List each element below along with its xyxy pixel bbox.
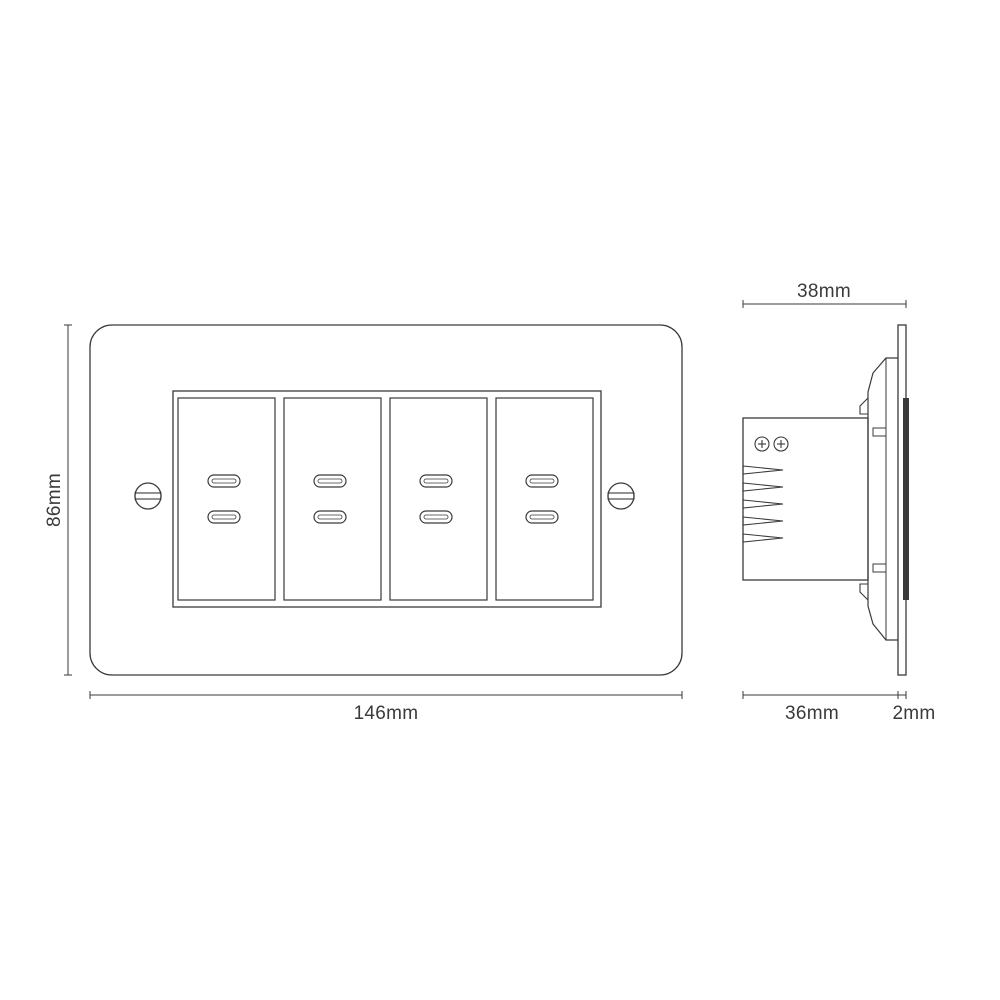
clip-bottom [859,583,869,601]
width-dimension: 146mm [89,691,683,724]
terminal-screw-2-icon [773,436,789,452]
switch-frame [172,390,602,608]
indicator-bottom-inner-2 [317,514,343,520]
indicator-top-3 [419,474,453,488]
indicator-top-2 [313,474,347,488]
depth-dimension: 36mm 2mm [742,691,935,724]
switch-module-4 [495,397,594,601]
indicator-bottom-3 [419,510,453,524]
width-label: 146mm [354,703,419,724]
indicator-top-1 [207,474,241,488]
front-view [89,324,683,676]
rocker-switch-4[interactable] [495,397,594,601]
indicator-bottom-inner-1 [211,514,237,520]
indicator-bottom-1 [207,510,241,524]
switch-module-2 [283,397,382,601]
height-dimension: 86mm [44,324,72,676]
clip-top [859,397,869,415]
mounting-frame [867,357,898,641]
screw-left-icon [134,482,162,510]
indicator-top-inner-2 [317,478,343,484]
screw-right-icon [607,482,635,510]
indicator-top-inner-3 [423,478,449,484]
rocker-switch-1[interactable] [177,397,276,601]
height-label: 86mm [44,473,65,527]
side-width-label: 38mm [797,281,851,302]
body-depth-label: 36mm [785,703,839,724]
rocker-switch-3[interactable] [389,397,488,601]
side-width-dimension: 38mm [742,281,907,308]
indicator-bottom-inner-3 [423,514,449,520]
switch-module-3 [389,397,488,601]
indicator-top-inner-4 [529,478,555,484]
face-plate [89,324,683,676]
indicator-bottom-4 [525,510,559,524]
wire-fins [742,465,784,543]
indicator-top-4 [525,474,559,488]
side-view [742,324,909,676]
switch-module-1 [177,397,276,601]
indicator-bottom-inner-4 [529,514,555,520]
terminal-screw-1-icon [754,436,770,452]
indicator-bottom-2 [313,510,347,524]
rocker-switch-2[interactable] [283,397,382,601]
plate-depth-label: 2mm [892,703,935,724]
switch-body [742,417,869,581]
indicator-top-inner-1 [211,478,237,484]
side-gasket [903,398,909,600]
